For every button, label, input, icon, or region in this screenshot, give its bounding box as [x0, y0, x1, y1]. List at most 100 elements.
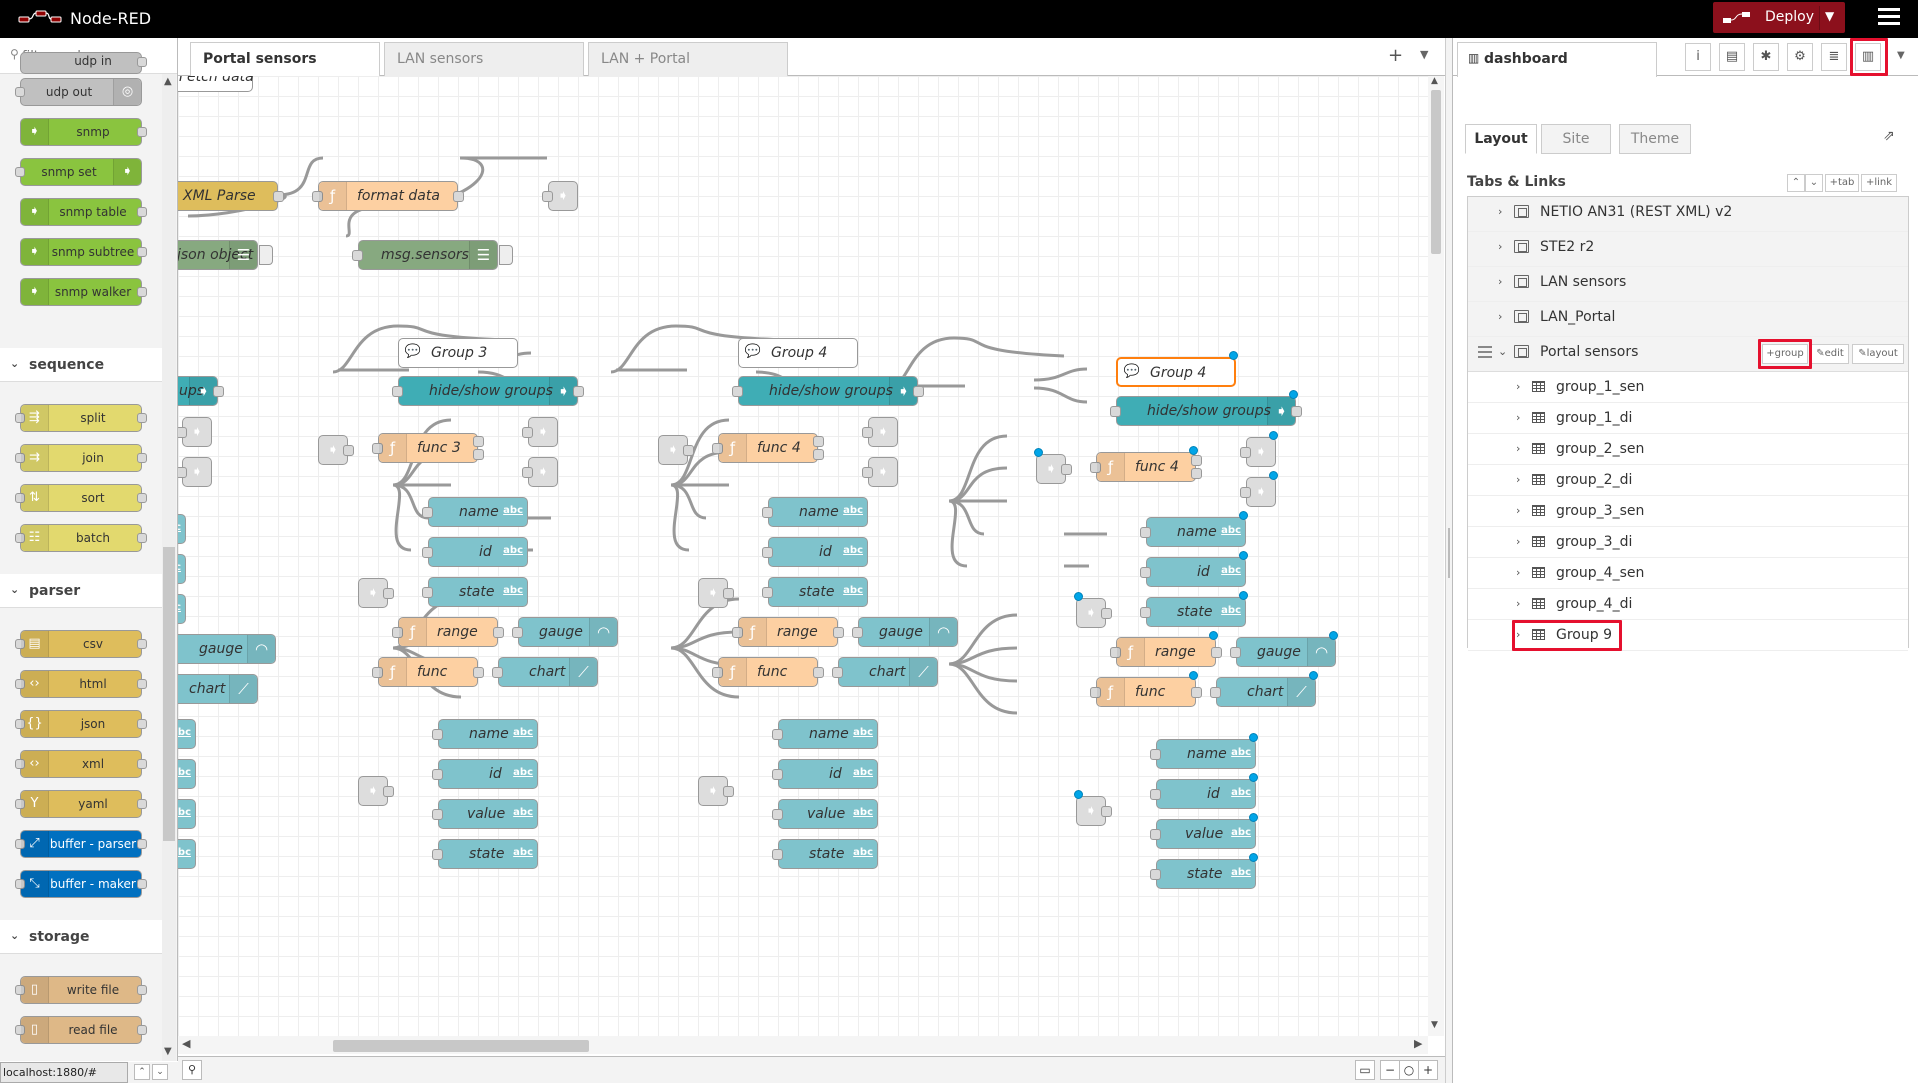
- tree-group-9[interactable]: ›Group 9: [1468, 620, 1908, 651]
- node-text[interactable]: abc: [178, 554, 186, 584]
- zoom-out-icon[interactable]: −: [1380, 1060, 1400, 1080]
- node-text[interactable]: abc: [178, 759, 196, 789]
- node-chart[interactable]: chart⟋: [832, 657, 938, 687]
- node-gauge[interactable]: gauge◠: [512, 617, 618, 647]
- node-gauge[interactable]: gauge◠: [178, 634, 276, 664]
- node-gauge[interactable]: gauge◠: [1230, 631, 1338, 667]
- palette-node-buffer-maker[interactable]: ⤡buffer - maker: [15, 870, 147, 898]
- link-in-node[interactable]: ➧: [658, 435, 694, 465]
- expand-all-icon[interactable]: ⌄: [152, 1064, 168, 1080]
- vertical-scroll-thumb[interactable]: [1431, 90, 1441, 254]
- palette-node-snmp-walker[interactable]: ➧ snmp walker: [20, 278, 147, 306]
- zoom-in-icon[interactable]: +: [1418, 1060, 1438, 1080]
- comment-fetch-data[interactable]: Fetch data: [178, 76, 254, 92]
- gear-icon[interactable]: ⚙: [1787, 43, 1813, 71]
- palette-node-split[interactable]: ⇶split: [15, 404, 147, 432]
- sidebar-menu-icon[interactable]: ▼: [1897, 50, 1905, 61]
- deploy-dropdown-icon[interactable]: ▼: [1825, 9, 1835, 23]
- chevron-right-icon[interactable]: ›: [1498, 275, 1503, 288]
- comment-group-4[interactable]: 💬Group 4: [738, 338, 858, 368]
- debug-toggle[interactable]: [499, 245, 513, 265]
- palette-node-snmp-subtree[interactable]: ➧ snmp subtree: [20, 238, 147, 266]
- node-xml-parse[interactable]: XML Parse: [178, 181, 284, 211]
- node-gauge[interactable]: gauge◠: [852, 617, 958, 647]
- palette-node-sort[interactable]: ⇅sort: [15, 484, 147, 512]
- chevron-right-icon[interactable]: ›: [1516, 411, 1521, 424]
- palette-node-csv[interactable]: ▤csv: [15, 630, 147, 658]
- node-text[interactable]: abc: [178, 839, 196, 869]
- debug-toggle[interactable]: [259, 245, 273, 265]
- scroll-right-icon[interactable]: ▶: [1414, 1037, 1423, 1050]
- palette-category-parser[interactable]: ⌄ parser: [0, 574, 162, 608]
- chevron-right-icon[interactable]: ›: [1516, 628, 1521, 641]
- workspace-vertical-scrollbar[interactable]: ▲ ▼: [1428, 76, 1444, 1036]
- palette-node-join[interactable]: ⇉join: [15, 444, 147, 472]
- node-text[interactable]: abc: [178, 514, 186, 544]
- chevron-right-icon[interactable]: ›: [1516, 504, 1521, 517]
- scroll-up-icon[interactable]: ▲: [164, 76, 172, 87]
- search-icon[interactable]: ⚲: [182, 1060, 202, 1080]
- palette-node-udp-in[interactable]: udp in: [20, 52, 147, 74]
- chevron-right-icon[interactable]: ›: [1516, 473, 1521, 486]
- link-in-node[interactable]: ➧: [1074, 592, 1112, 628]
- layout-button[interactable]: ✎layout: [1852, 344, 1904, 364]
- link-out-node[interactable]: ➧: [1240, 431, 1278, 467]
- comment-group-4-copy[interactable]: 💬Group 4: [1116, 351, 1238, 387]
- node-ups[interactable]: ups➧: [178, 376, 224, 406]
- link-in-node[interactable]: ➧: [698, 578, 734, 608]
- add-group-button[interactable]: +group: [1762, 344, 1808, 364]
- palette-node-batch[interactable]: ☷batch: [15, 524, 147, 552]
- link-in-node[interactable]: ➧: [358, 578, 394, 608]
- tree-group-4-di[interactable]: ›group_4_di: [1468, 589, 1908, 620]
- palette-node-read-file[interactable]: ▯read file: [15, 1016, 147, 1044]
- link-out-node[interactable]: ➧: [862, 417, 898, 447]
- node-chart[interactable]: chart⟋: [492, 657, 598, 687]
- chevron-down-icon[interactable]: ⌄: [1498, 345, 1508, 358]
- subtab-layout[interactable]: Layout: [1465, 124, 1537, 154]
- subtab-site[interactable]: Site: [1541, 124, 1611, 154]
- workspace-horizontal-scrollbar[interactable]: ◀ ▶: [178, 1036, 1428, 1054]
- palette-scrollbar[interactable]: ▲ ▼: [162, 74, 176, 1061]
- info-icon[interactable]: i: [1685, 43, 1711, 71]
- link-out-node[interactable]: ➧: [1240, 471, 1278, 507]
- palette-category-storage[interactable]: ⌄ storage: [0, 920, 162, 954]
- main-menu-icon[interactable]: [1878, 8, 1900, 28]
- chevron-right-icon[interactable]: ›: [1516, 442, 1521, 455]
- tree-group-2-di[interactable]: ›group_2_di: [1468, 465, 1908, 496]
- palette-node-snmp-table[interactable]: ➧ snmp table: [20, 198, 147, 226]
- tree-group-2-sen[interactable]: ›group_2_sen: [1468, 434, 1908, 465]
- dashboard-chart-icon[interactable]: ▥: [1855, 43, 1881, 71]
- comment-group-3[interactable]: 💬Group 3: [398, 338, 518, 368]
- node-text[interactable]: abc: [178, 594, 186, 624]
- link-out-node[interactable]: ➧: [522, 457, 558, 487]
- node-text[interactable]: abc: [178, 799, 196, 829]
- link-out-node[interactable]: ➧: [542, 181, 578, 211]
- tab-portal-sensors[interactable]: Portal sensors: [190, 42, 380, 78]
- scroll-left-icon[interactable]: ◀: [182, 1037, 191, 1050]
- bug-icon[interactable]: ✱: [1753, 43, 1779, 71]
- chevron-right-icon[interactable]: ›: [1516, 566, 1521, 579]
- scroll-up-icon[interactable]: ▲: [1431, 76, 1438, 86]
- add-tab-button[interactable]: +tab: [1825, 174, 1859, 192]
